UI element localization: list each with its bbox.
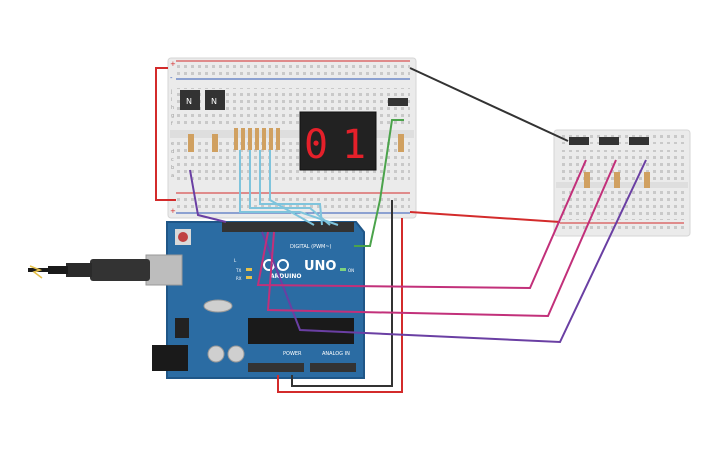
wire-green[interactable] [354, 119, 404, 247]
power-label: POWER [283, 351, 302, 357]
display-digit-1: 0 [304, 122, 328, 168]
resistor-array[interactable] [234, 128, 280, 150]
l-label: L [234, 258, 237, 263]
icsp-header [175, 318, 189, 338]
reset-button-cap[interactable] [178, 232, 188, 242]
rail-plus-bottom: + [170, 207, 176, 215]
wire-red[interactable] [155, 67, 176, 201]
wire-red[interactable] [277, 218, 403, 393]
display-digit-2: 1 [342, 122, 366, 168]
row-letter: d [171, 149, 174, 155]
resistor[interactable] [188, 134, 650, 188]
transistor-label: N [186, 97, 192, 106]
wire-cyan[interactable] [239, 150, 339, 226]
transistor-label: N [211, 97, 217, 106]
row-letter: f [171, 121, 173, 127]
row-letter: b [171, 165, 174, 171]
main-breadboard[interactable]: + - + j i h g f e d c b a [167, 57, 417, 219]
on-label: ON [348, 268, 354, 273]
arduino-uno-board[interactable]: UNO ARDUINO DIGITAL (PWM~) POWER ANALOG … [145, 221, 365, 379]
wire-cyan[interactable] [259, 150, 323, 226]
row-letter: g [171, 113, 174, 119]
wire-magenta[interactable] [256, 159, 587, 290]
row-letter: a [171, 173, 174, 179]
row-letter: i [171, 97, 172, 103]
wire-purple[interactable] [261, 159, 647, 344]
analog-header[interactable] [310, 363, 356, 372]
on-led [340, 268, 346, 271]
rx-label: RX [236, 276, 242, 281]
rx-led [246, 276, 252, 279]
usb-cable[interactable] [28, 259, 150, 281]
row-letter: c [171, 157, 174, 163]
transistor[interactable]: N [205, 90, 225, 110]
row-letter: j [170, 89, 172, 95]
rail-plus-top: + [170, 60, 176, 68]
tx-led [246, 268, 252, 271]
wire-red[interactable] [409, 211, 561, 223]
lightning-icon [29, 265, 43, 279]
transistor[interactable]: N [180, 90, 200, 110]
power-header[interactable] [248, 363, 304, 372]
slide-switch[interactable] [388, 98, 649, 145]
capacitor [207, 345, 225, 363]
wire-black[interactable] [291, 200, 393, 387]
seven-segment-display[interactable]: 0 1 [299, 111, 377, 171]
wires[interactable] [155, 67, 647, 393]
breadboard-row-letters: j i h g f e d c b a [170, 89, 174, 179]
wire-magenta[interactable] [266, 159, 617, 318]
board-brand-text: ARDUINO [270, 273, 301, 280]
digital-header[interactable] [222, 222, 354, 232]
usb-port [145, 254, 183, 286]
analog-label: ANALOG IN [322, 351, 350, 357]
wire-cyan[interactable] [249, 150, 331, 226]
row-letter: h [171, 105, 174, 111]
board-logo-text: UNO [304, 259, 337, 274]
wire-black[interactable] [409, 67, 569, 142]
tx-label: TX [235, 268, 241, 273]
capacitor [227, 345, 245, 363]
power-jack [152, 345, 188, 371]
wire-purple[interactable] [189, 169, 227, 223]
digital-label: DIGITAL (PWM~) [290, 244, 332, 250]
wire-cyan[interactable] [269, 150, 315, 226]
crystal-oscillator [203, 299, 233, 313]
row-letter: e [171, 141, 174, 147]
rail-minus-top: - [170, 74, 173, 82]
switch-breadboard[interactable] [553, 129, 691, 237]
